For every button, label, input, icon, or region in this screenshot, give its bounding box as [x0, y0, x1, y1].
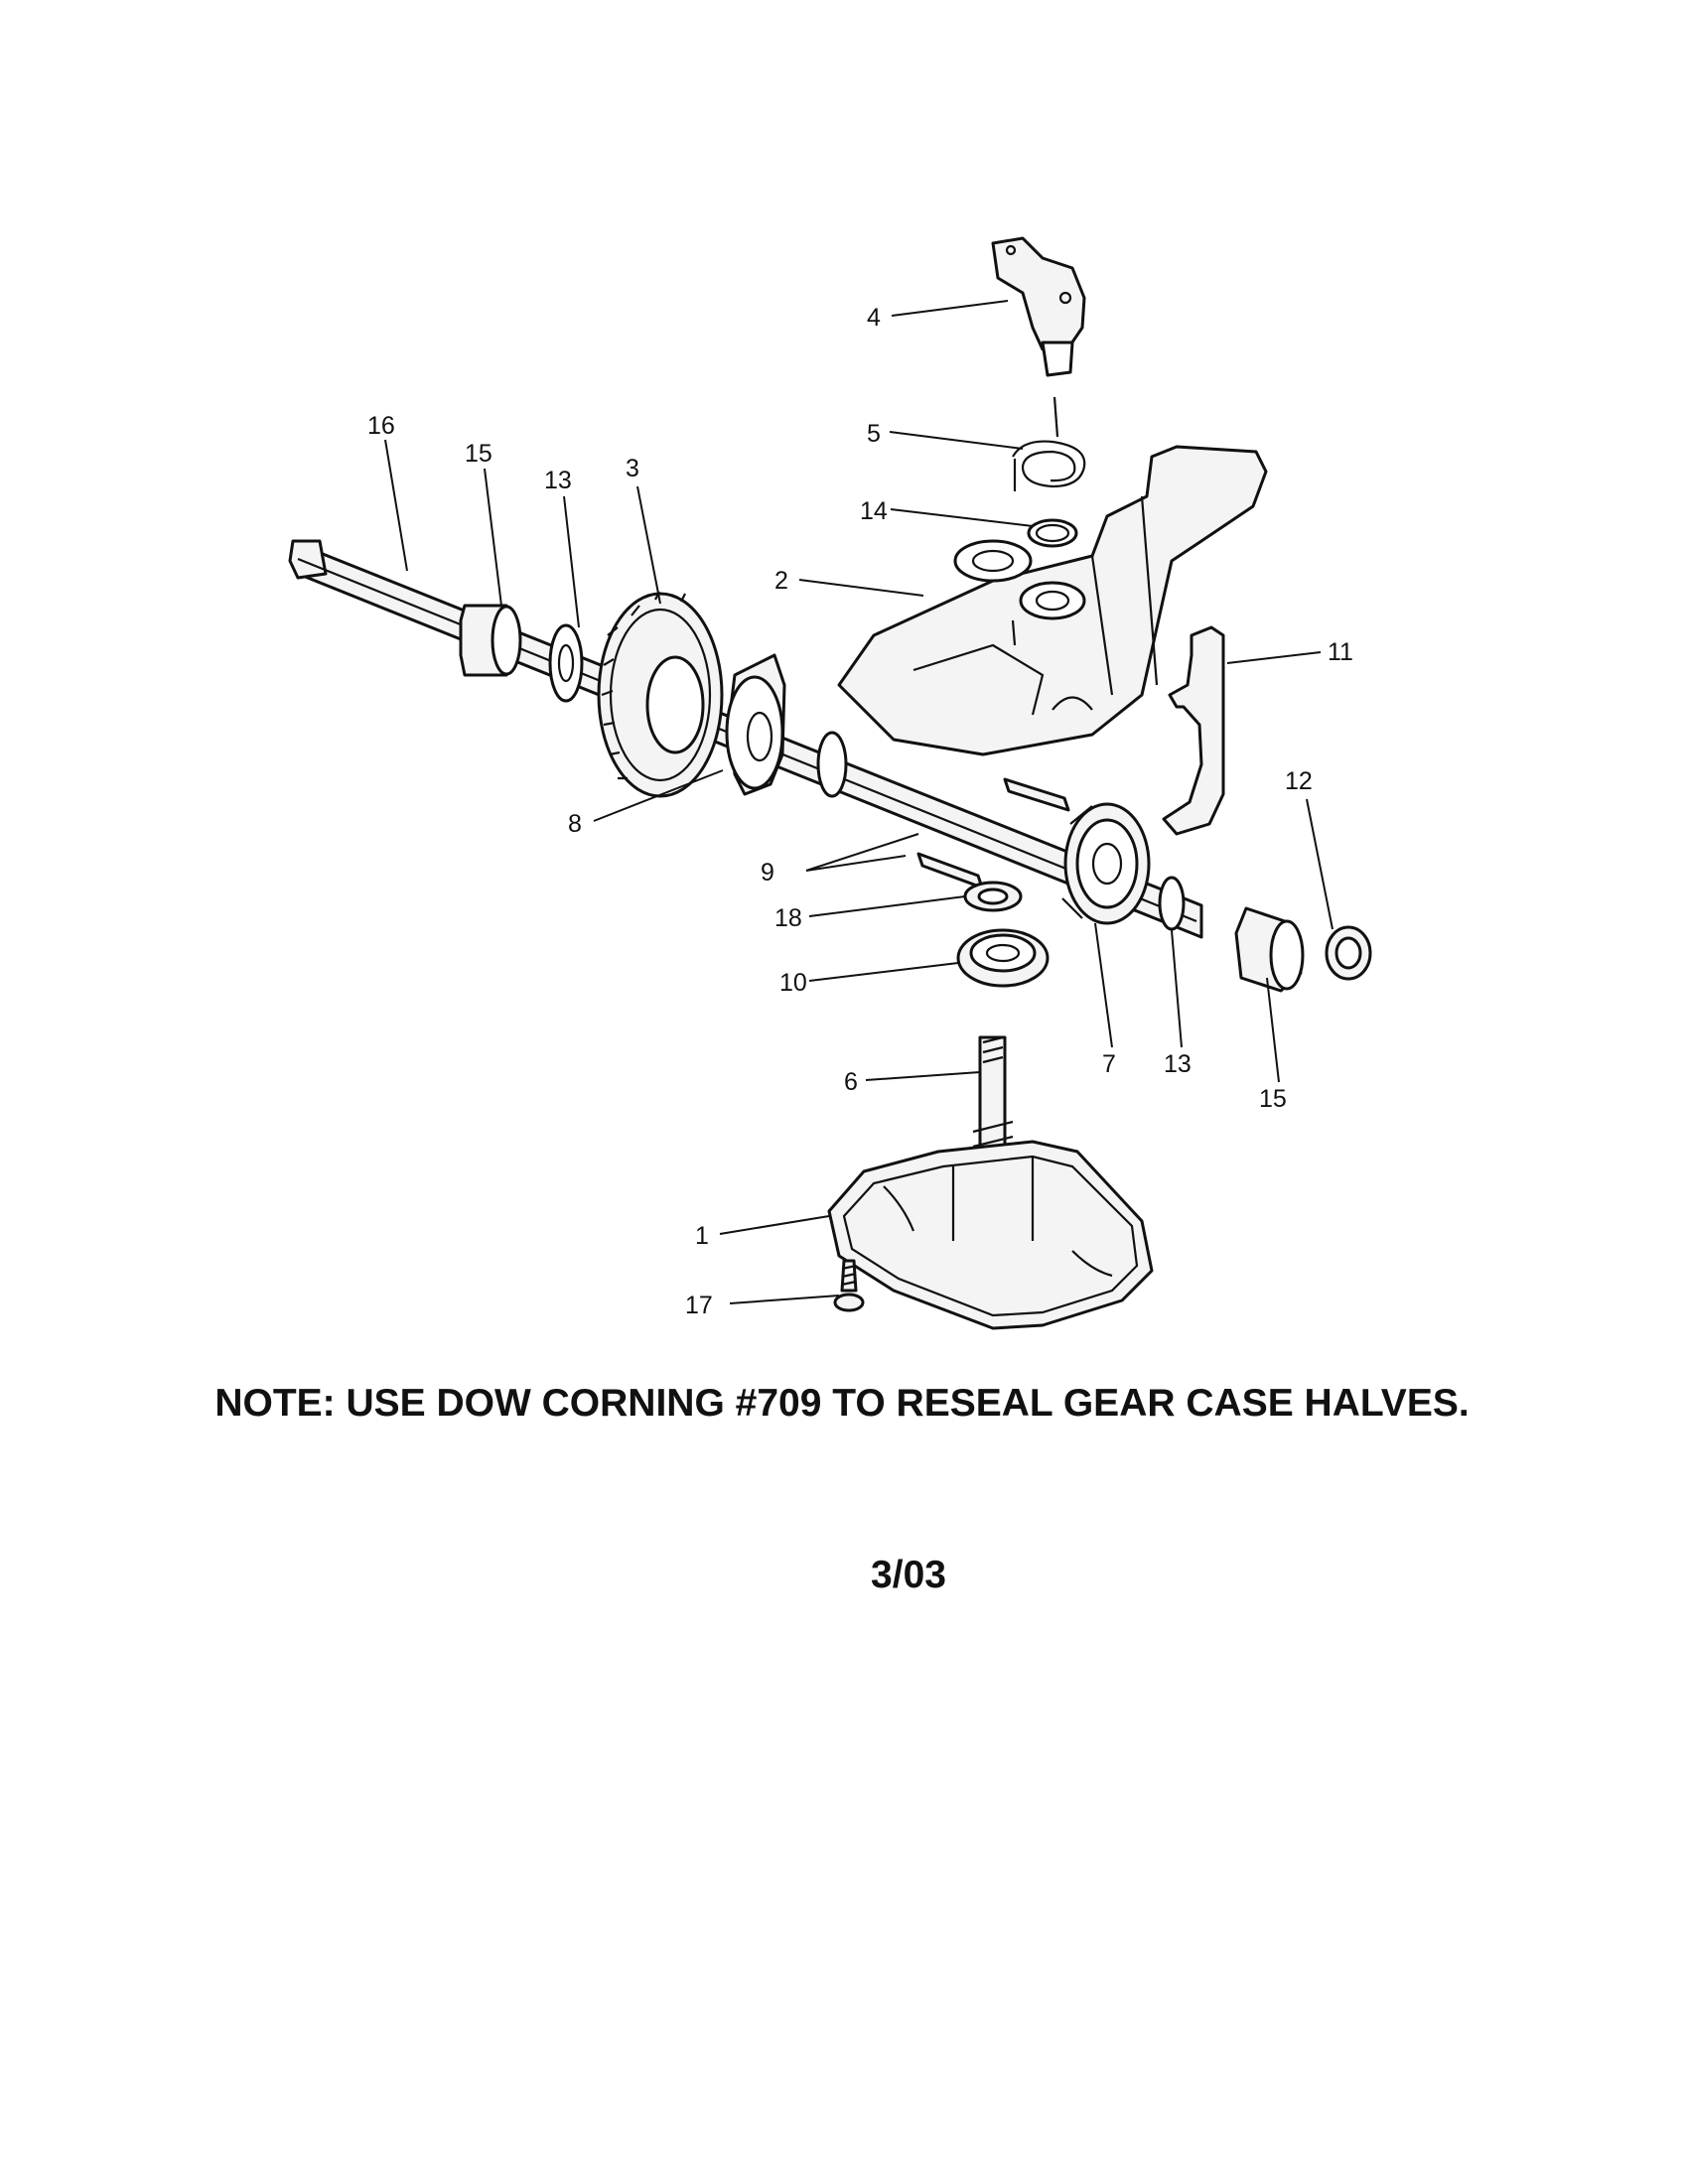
small-bearing [963, 881, 1023, 912]
reseal-note: NOTE: USE DOW CORNING #709 TO RESEAL GEA… [214, 1382, 1470, 1425]
shift-fork [1162, 625, 1225, 836]
callout-3: 3 [626, 455, 639, 482]
shift-collar [725, 653, 786, 796]
callout-10: 10 [779, 969, 807, 997]
o-ring [1027, 518, 1078, 548]
thrust-washer-right [1158, 876, 1186, 931]
end-cap [1325, 925, 1372, 981]
callout-16: 16 [367, 412, 395, 440]
callout-6: 6 [844, 1068, 858, 1096]
callout-15-left: 15 [465, 440, 492, 468]
callout-9: 9 [761, 859, 774, 887]
exploded-parts-diagram: 1 2 3 4 5 6 7 8 9 10 11 12 13 13 14 15 1… [288, 236, 1372, 1330]
callout-12: 12 [1285, 767, 1313, 795]
callout-labels: 1 2 3 4 5 6 7 8 9 10 11 12 13 13 14 15 1… [367, 304, 1353, 1319]
callout-2: 2 [774, 567, 788, 595]
large-bearing [956, 928, 1050, 988]
callout-13-right: 13 [1164, 1050, 1192, 1078]
date-code: 3/03 [871, 1554, 946, 1596]
leader-lines [384, 300, 1333, 1304]
thrust-washer-left [548, 623, 584, 703]
upper-gear-case [837, 445, 1268, 756]
callout-11: 11 [1328, 638, 1353, 666]
lower-gear-case [827, 1140, 1154, 1330]
torsion-spring [1012, 396, 1086, 491]
callout-4: 4 [867, 304, 881, 332]
callout-5: 5 [867, 420, 881, 448]
callout-18: 18 [774, 904, 802, 932]
callout-17: 17 [685, 1292, 713, 1319]
shaft-washer [816, 731, 848, 798]
callout-14: 14 [860, 497, 888, 525]
spacer-sleeve-right [1234, 906, 1305, 993]
clutch-cone [1061, 802, 1151, 925]
spacer-sleeve-left [459, 604, 522, 677]
callout-7: 7 [1102, 1050, 1116, 1078]
callout-15-right: 15 [1259, 1085, 1287, 1113]
callout-13-left: 13 [544, 467, 572, 494]
screw [833, 1259, 865, 1312]
shift-lever [991, 236, 1086, 377]
callout-1: 1 [695, 1222, 709, 1250]
drive-gear [597, 591, 724, 798]
callout-8: 8 [568, 810, 582, 838]
